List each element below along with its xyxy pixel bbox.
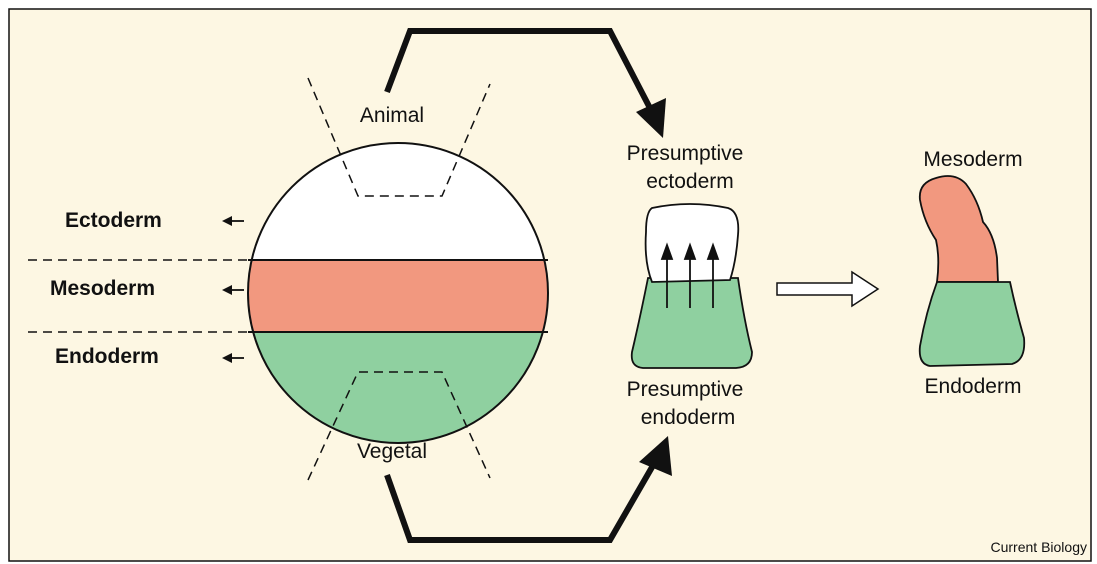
- result-endoderm-label: Endoderm: [925, 375, 1022, 398]
- presumptive-ectoderm-label-line2: ectoderm: [646, 170, 734, 193]
- presumptive-endoderm-label-line2: endoderm: [641, 406, 736, 429]
- explant-ectoderm-shape: [646, 204, 739, 282]
- credit-label: Current Biology: [991, 539, 1088, 555]
- sphere-mesoderm-region: [240, 260, 560, 332]
- ectoderm-label: Ectoderm: [65, 209, 162, 232]
- vegetal-label: Vegetal: [357, 440, 427, 463]
- presumptive-endoderm-label-line1: Presumptive: [627, 378, 744, 401]
- result-mesoderm-label: Mesoderm: [923, 148, 1022, 171]
- panel-background: [9, 9, 1091, 561]
- mesoderm-label: Mesoderm: [50, 277, 155, 300]
- presumptive-ectoderm-label-line1: Presumptive: [627, 142, 744, 165]
- recombinant-explant: [632, 204, 752, 368]
- explant-endoderm-shape: [632, 278, 752, 368]
- result-endoderm-shape: [920, 282, 1025, 366]
- endoderm-label: Endoderm: [55, 345, 159, 368]
- animal-label: Animal: [360, 104, 424, 127]
